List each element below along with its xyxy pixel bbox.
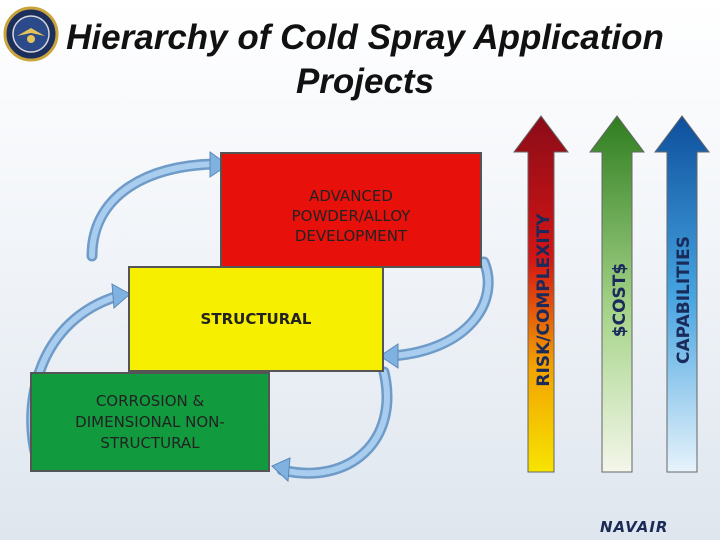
- cost-arrow: [589, 115, 645, 473]
- slide-title: Hierarchy of Cold Spray Application Proj…: [66, 18, 664, 101]
- corrosion-dimensional-box: CORROSION & DIMENSIONAL NON-STRUCTURAL: [30, 372, 270, 472]
- cost-label: $COST$: [610, 263, 630, 337]
- corrosion-dimensional-label: CORROSION & DIMENSIONAL NON-STRUCTURAL: [75, 391, 225, 452]
- capabilities-arrow: [654, 115, 710, 473]
- risk-complexity-label: RISK/COMPLEXITY: [534, 213, 554, 387]
- advanced-powder-alloy-box: ADVANCED POWDER/ALLOY DEVELOPMENT: [220, 152, 482, 268]
- seal-logo-icon: [3, 6, 59, 62]
- navair-logo: NAVAIR: [600, 518, 669, 536]
- risk-complexity-arrow: [513, 115, 569, 473]
- cycle-arrow-lower-right: [276, 366, 393, 479]
- capabilities-label: CAPABILITIES: [674, 236, 694, 364]
- advanced-powder-alloy-label: ADVANCED POWDER/ALLOY DEVELOPMENT: [291, 187, 411, 245]
- structural-label: STRUCTURAL: [200, 310, 312, 328]
- structural-box: STRUCTURAL: [128, 266, 384, 372]
